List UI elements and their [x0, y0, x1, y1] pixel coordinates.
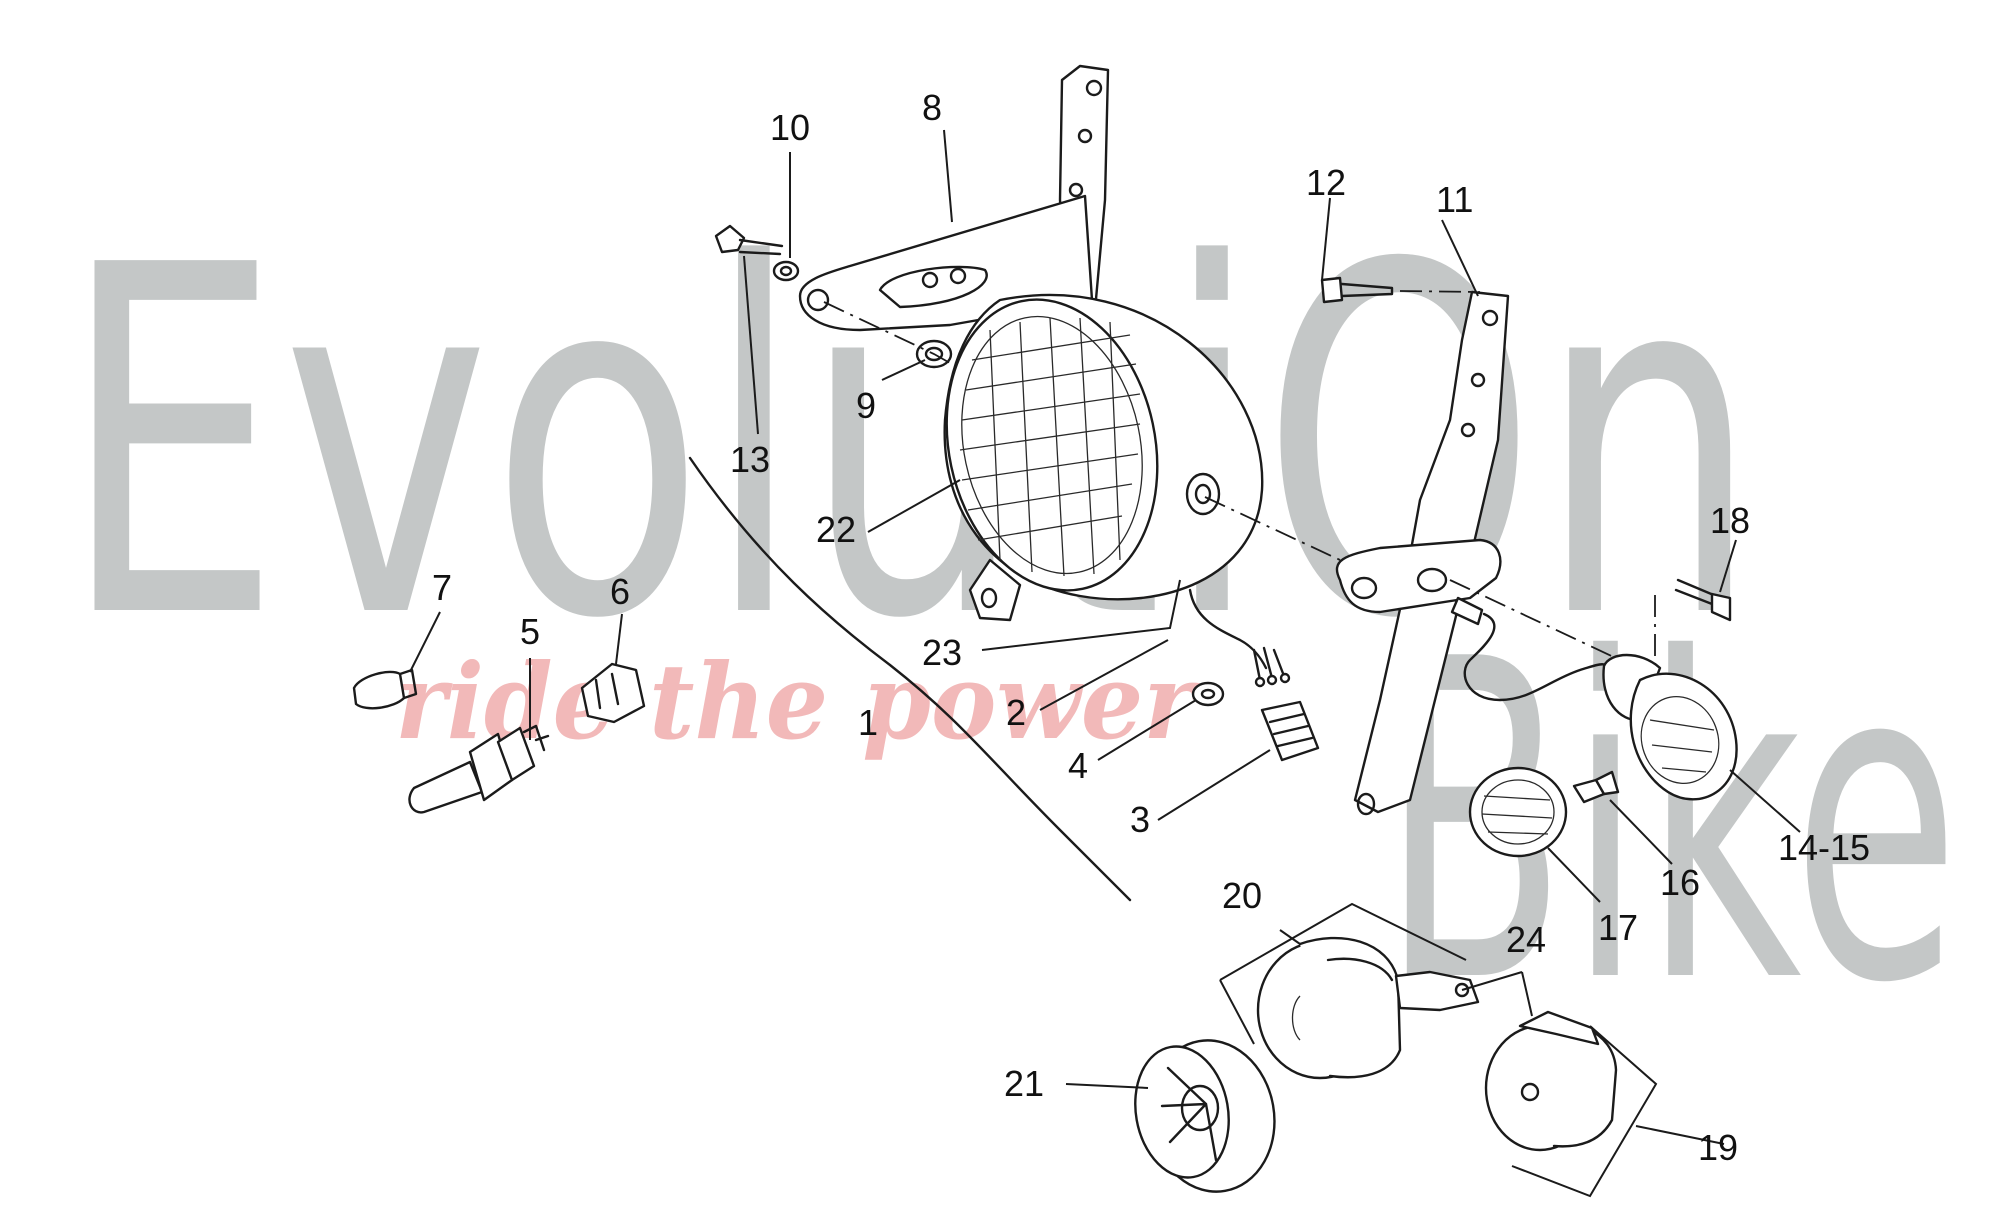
bolt-13 — [714, 224, 784, 256]
callout-6: 6 — [610, 571, 630, 612]
bulb-socket-6 — [580, 662, 646, 724]
callout-22: 22 — [816, 509, 856, 550]
alignment-line-bolt-12 — [1399, 290, 1481, 293]
callout-24: 24 — [1506, 919, 1546, 960]
indicator-bulb-16 — [1572, 770, 1620, 804]
callout-12: 12 — [1306, 162, 1346, 203]
callout-17: 17 — [1598, 907, 1638, 948]
callout-8: 8 — [922, 87, 942, 128]
alignment-line-center — [1204, 496, 1341, 561]
washer-10 — [772, 260, 800, 282]
callout-16: 16 — [1660, 862, 1700, 903]
headlight-cable — [1188, 588, 1268, 670]
wire-cable — [688, 456, 1132, 902]
headlight-bulb-5 — [408, 724, 550, 814]
leader-lines — [409, 129, 1801, 1198]
callout-13: 13 — [730, 439, 770, 480]
callout-21: 21 — [1004, 1063, 1044, 1104]
callout-10: 10 — [770, 107, 810, 148]
callout-23: 23 — [922, 632, 962, 673]
callout-2: 2 — [1006, 692, 1026, 733]
cable-terminals — [1252, 646, 1291, 688]
callout-3: 3 — [1130, 799, 1150, 840]
horn-cover-21 — [1134, 1039, 1276, 1193]
turn-indicator — [1450, 596, 1738, 801]
callout-9: 9 — [856, 385, 876, 426]
callout-1: 1 — [858, 702, 878, 743]
horn-19 — [1484, 1010, 1618, 1152]
screw-18 — [1674, 578, 1732, 622]
bolt-12 — [1320, 276, 1394, 304]
alignment-line-right — [1449, 579, 1621, 661]
callout-numbers: 1 2 3 4 5 6 7 8 9 10 11 12 13 14-15 16 1… — [432, 87, 1870, 1168]
callout-7: 7 — [432, 567, 452, 608]
callout-4: 4 — [1068, 745, 1088, 786]
headlight-assembly — [943, 293, 1264, 622]
callout-5: 5 — [520, 611, 540, 652]
lens-grid — [959, 317, 1141, 577]
horn-20 — [1256, 936, 1480, 1080]
bulb-7 — [352, 668, 418, 710]
connector-3 — [1260, 700, 1320, 762]
grommet-4 — [1191, 681, 1225, 707]
callout-19: 19 — [1698, 1127, 1738, 1168]
callout-11: 11 — [1436, 179, 1473, 220]
callout-20: 20 — [1222, 875, 1262, 916]
indicator-lens-17 — [1468, 766, 1568, 858]
callout-18: 18 — [1710, 500, 1750, 541]
callout-14-15: 14-15 — [1778, 827, 1870, 868]
headlight-bracket-right — [1335, 290, 1510, 816]
